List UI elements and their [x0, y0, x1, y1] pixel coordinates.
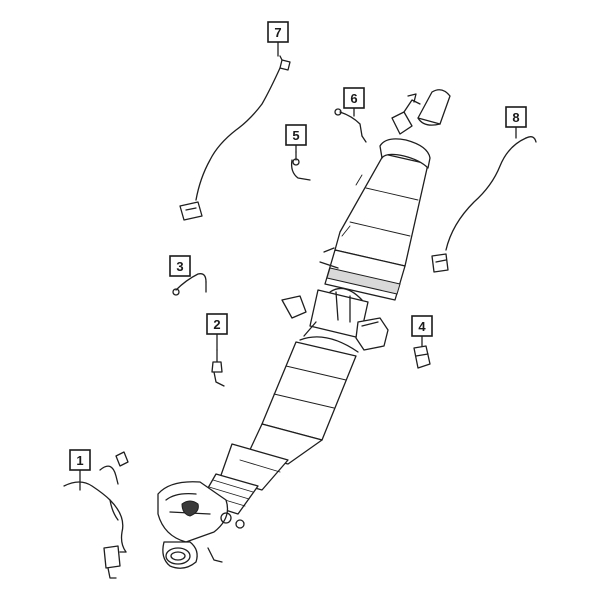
callout-3-label: 3: [176, 259, 183, 274]
sensor-1-wiring-harness: [63, 451, 129, 579]
callout-2-label: 2: [213, 317, 220, 332]
callout-8: 8: [505, 106, 527, 139]
callout-2: 2: [206, 313, 228, 351]
callout-5-label: 5: [292, 128, 299, 143]
sensor-8-wiring-harness: [431, 136, 537, 273]
callout-3: 3: [169, 255, 191, 277]
callout-7: 7: [267, 21, 289, 57]
callout-5: 5: [285, 124, 307, 153]
sensor-6-temperature-sensor: [334, 108, 367, 143]
callout-6: 6: [343, 87, 365, 117]
sensor-5-temperature-sensor: [290, 151, 311, 181]
callout-1: 1: [69, 449, 91, 491]
callout-4: 4: [411, 315, 433, 347]
sensor-2-oxygen-sensor: [211, 349, 225, 387]
sensor-7-wiring-harness: [179, 55, 291, 221]
callout-6-label: 6: [350, 91, 357, 106]
callout-7-label: 7: [274, 25, 281, 40]
callout-4-label: 4: [418, 319, 426, 334]
callout-8-label: 8: [512, 110, 519, 125]
sensor-4-bracket: [413, 345, 431, 369]
callout-1-label: 1: [76, 453, 83, 468]
exhaust-assembly: [157, 89, 451, 569]
sensor-3-temperature-sensor: [172, 273, 207, 296]
